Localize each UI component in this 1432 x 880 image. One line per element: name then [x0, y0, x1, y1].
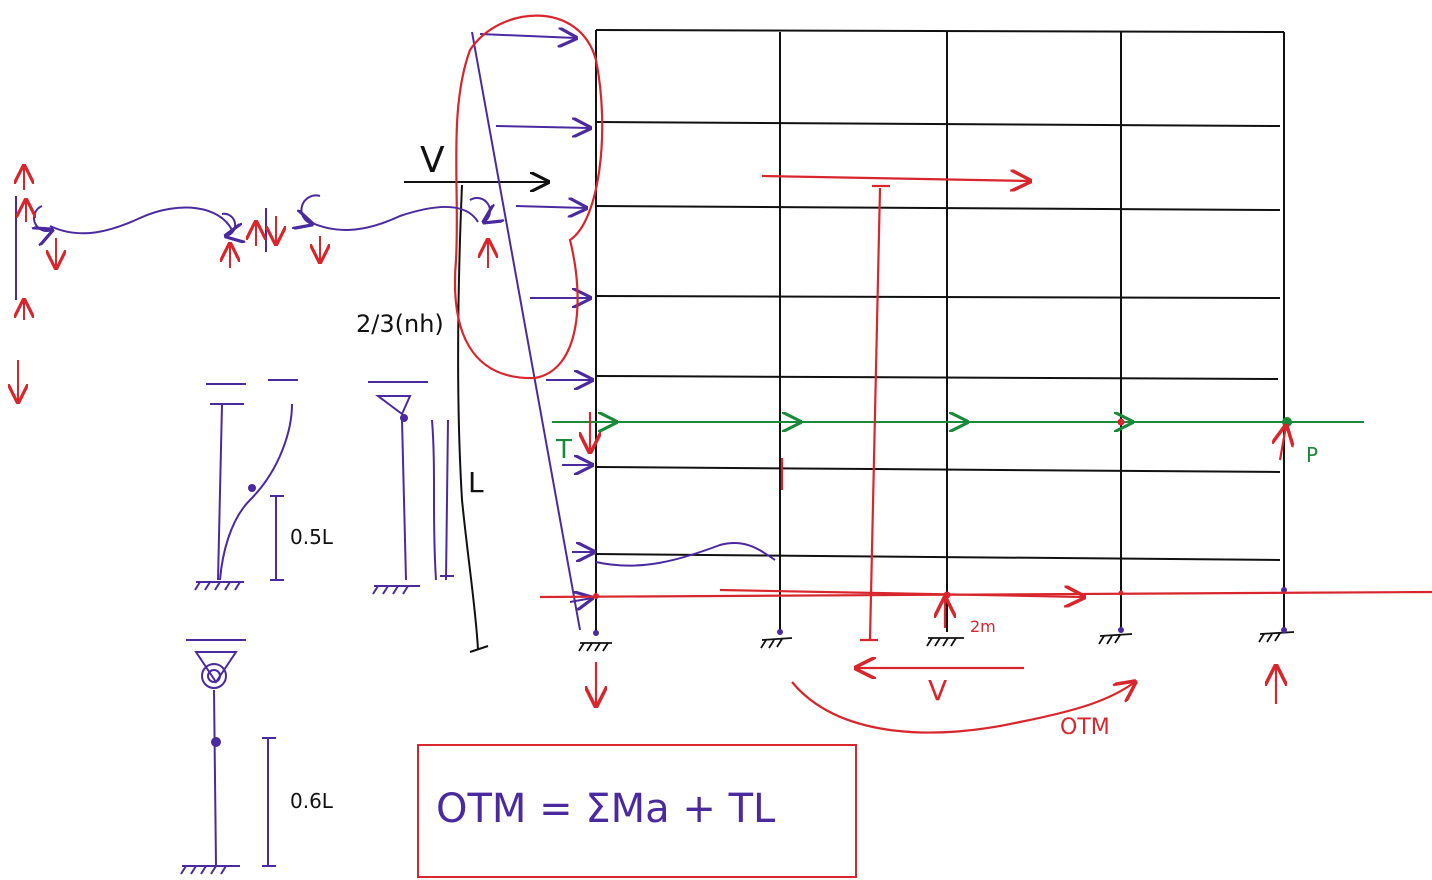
- floor-beam: [595, 466, 1281, 473]
- lever-column: [868, 187, 882, 641]
- floor-beam: [595, 121, 1281, 127]
- otm-equation: OTM = ΣMa + TL: [436, 786, 776, 832]
- inflection-point: [248, 484, 256, 492]
- base-supports: [578, 631, 1295, 652]
- tension-label: T: [555, 435, 572, 465]
- base-red-nodes: [593, 590, 1124, 599]
- fixed-support-icon: [926, 637, 964, 647]
- load-envelope: [471, 31, 581, 631]
- compression-label: P: [1306, 443, 1318, 467]
- otm-arc: [791, 682, 1135, 734]
- base-shear-arrow-right: [719, 590, 1084, 597]
- roof-beam: [595, 29, 1285, 33]
- fixed-support-icon: [760, 637, 793, 649]
- inflection-point: [211, 737, 221, 747]
- floor-beam: [595, 205, 1281, 211]
- shear-label: V: [420, 140, 445, 181]
- fixed-support-icon: [1098, 633, 1133, 645]
- floor-beam: [595, 295, 1281, 299]
- building-frame: [595, 29, 1285, 632]
- height-L-label: L: [468, 466, 484, 499]
- floor-beam: [595, 375, 1279, 380]
- fixed-support-icon: [578, 642, 612, 652]
- point-six-length-label: 0.6L: [290, 789, 334, 813]
- beam-moment-sketch: [16, 166, 490, 402]
- base-shear-label: V: [928, 674, 947, 707]
- floor-beam: [595, 553, 1281, 561]
- column-half-length-sketch: [194, 379, 298, 591]
- half-length-label: 0.5L: [290, 525, 334, 549]
- top-shear-arrow: [761, 176, 1030, 181]
- fixed-support-icon: [1258, 631, 1295, 643]
- pin-icon: [400, 414, 408, 422]
- deflected-beam: [595, 541, 776, 567]
- otm-label: OTM: [1060, 715, 1110, 740]
- base-nodes: [593, 587, 1287, 636]
- height-fraction-label: 2/3(nh): [356, 310, 444, 338]
- equation-box: [417, 744, 857, 878]
- lateral-load-profile: [471, 31, 776, 631]
- highlight-oval: [453, 14, 604, 380]
- pinned-column-sketch: [368, 381, 454, 595]
- column-point-six-sketch: [180, 639, 276, 875]
- overturning-annotations: [539, 176, 1432, 734]
- height-dimension: [404, 182, 548, 653]
- moment-arm-label: 2m: [970, 617, 996, 636]
